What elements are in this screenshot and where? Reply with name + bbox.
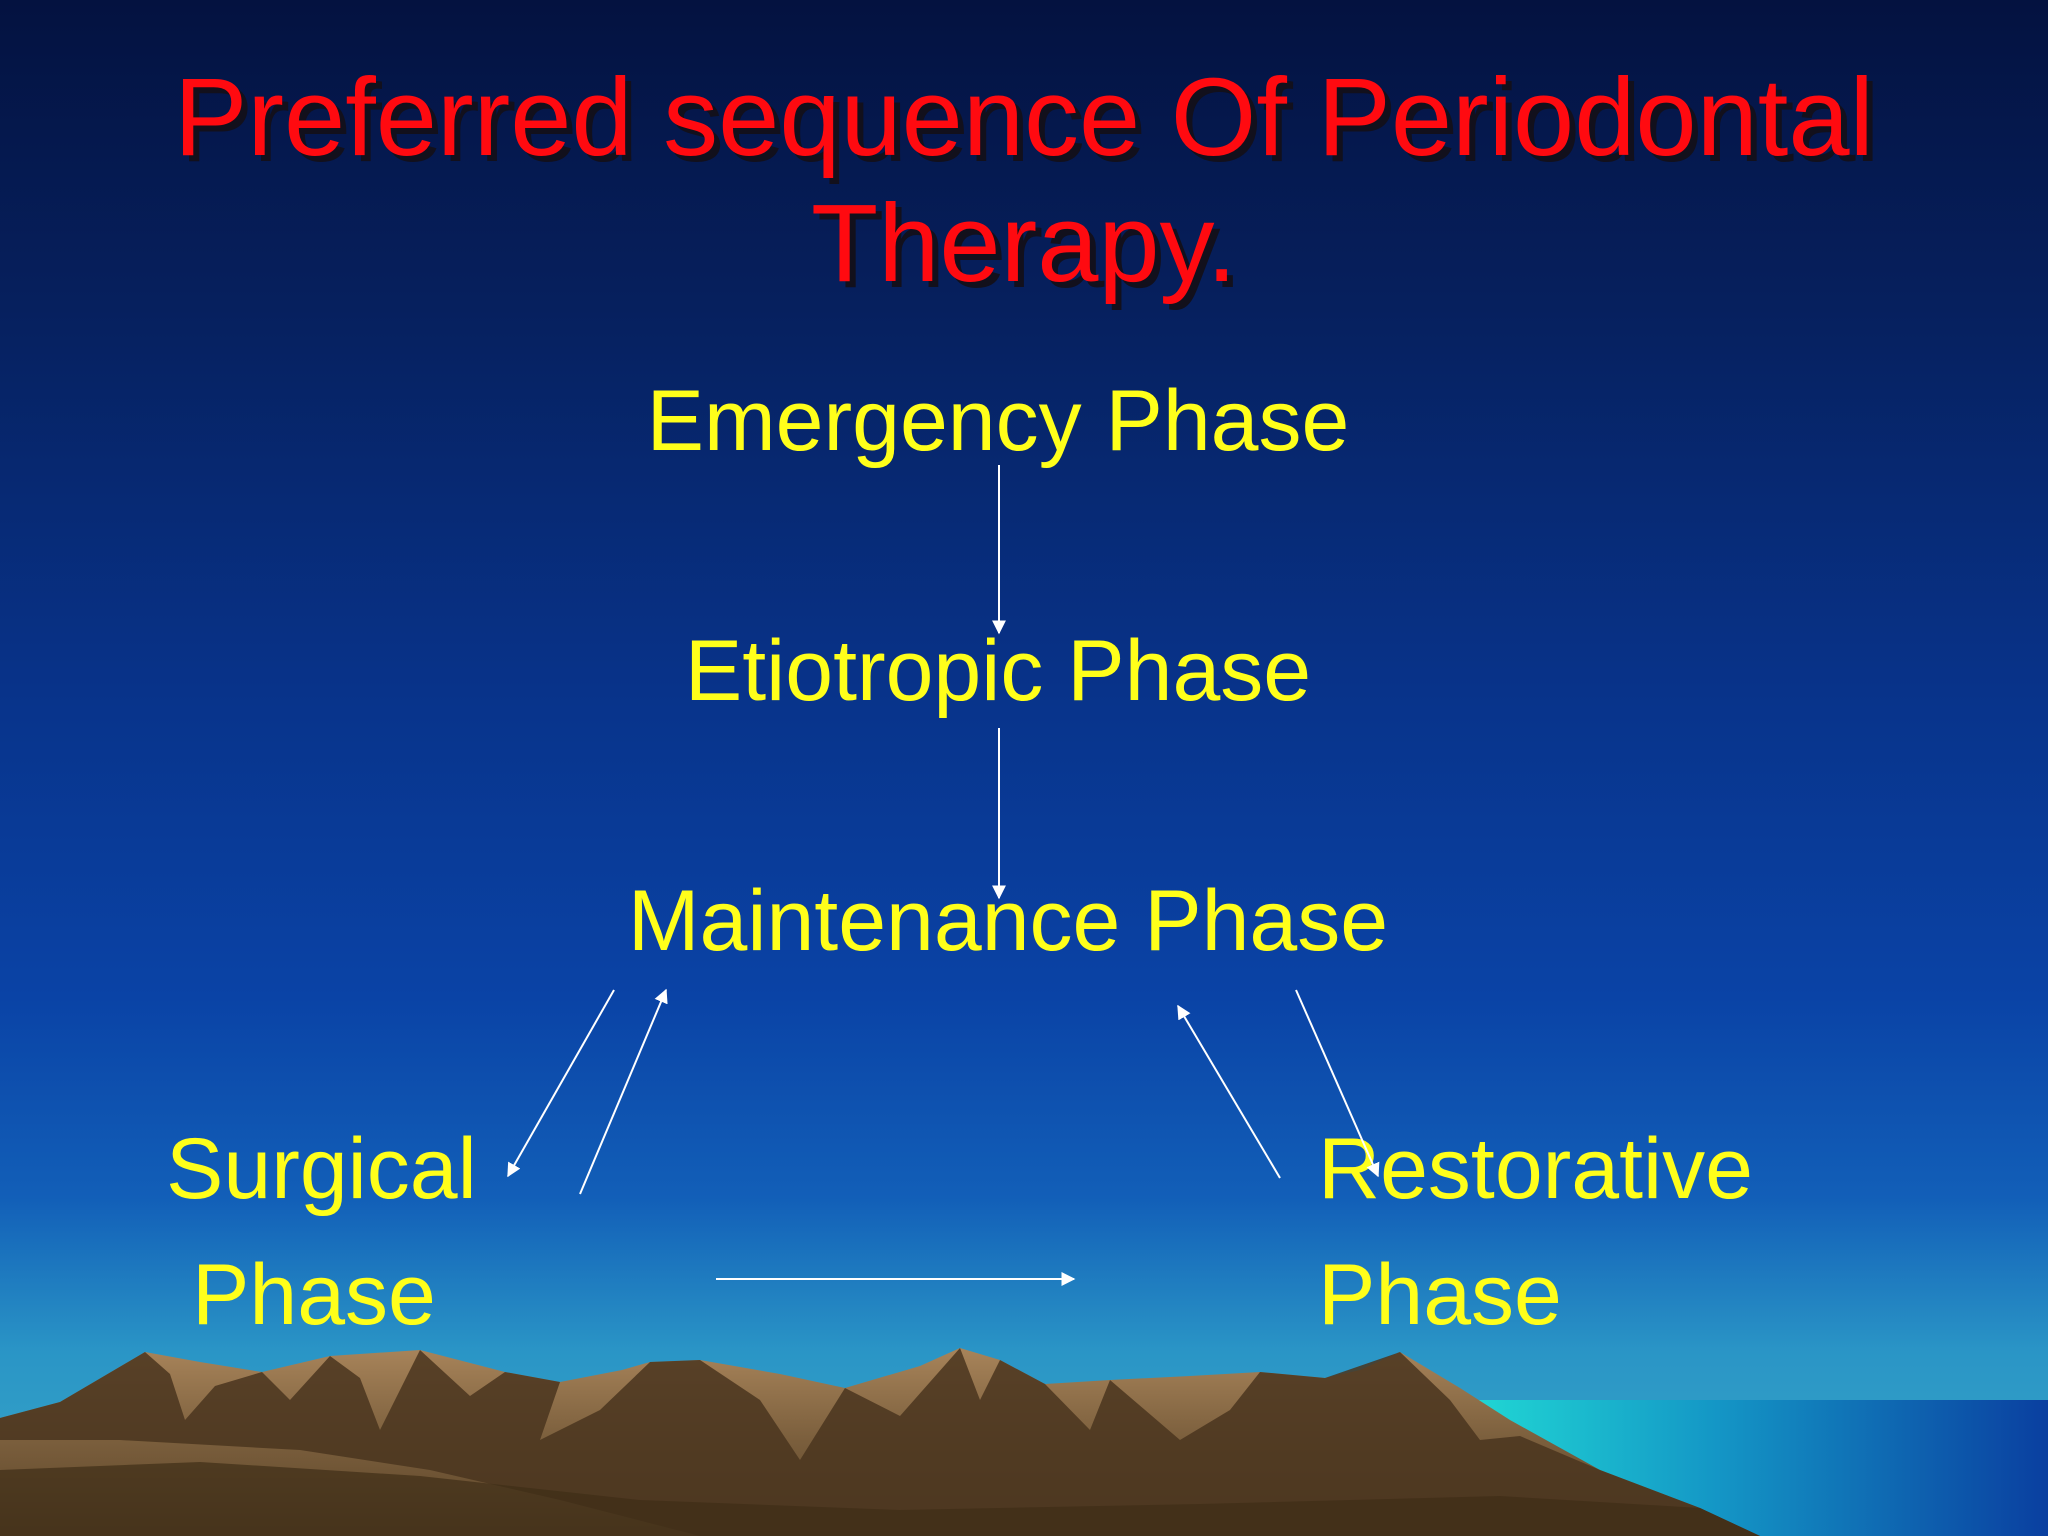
- arrow-surgical-to-maintenance: [579, 988, 668, 1195]
- arrow-maintenance-to-surgical: [507, 989, 615, 1178]
- node-etiotropic-phase: Etiotropic Phase: [684, 623, 1312, 719]
- node-emergency-phase: Emergency Phase: [646, 373, 1350, 469]
- arrow-restorative-to-maintenance: [1177, 1004, 1281, 1179]
- node-restorative-phase-line2: Phase: [1318, 1247, 1562, 1343]
- arrow-maintenance-to-restorative: [1295, 989, 1380, 1178]
- node-surgical-phase-line2: Phase: [192, 1247, 436, 1343]
- node-restorative-phase-line1: Restorative: [1318, 1121, 1753, 1217]
- slide-title: Preferred sequence Of Periodontal Therap…: [174, 56, 1874, 305]
- node-maintenance-phase: Maintenance Phase: [627, 873, 1389, 969]
- node-surgical-phase-line1: Surgical: [166, 1121, 477, 1217]
- mountain-shadow: [0, 1348, 1760, 1536]
- mountain-foreground: [0, 1462, 1760, 1536]
